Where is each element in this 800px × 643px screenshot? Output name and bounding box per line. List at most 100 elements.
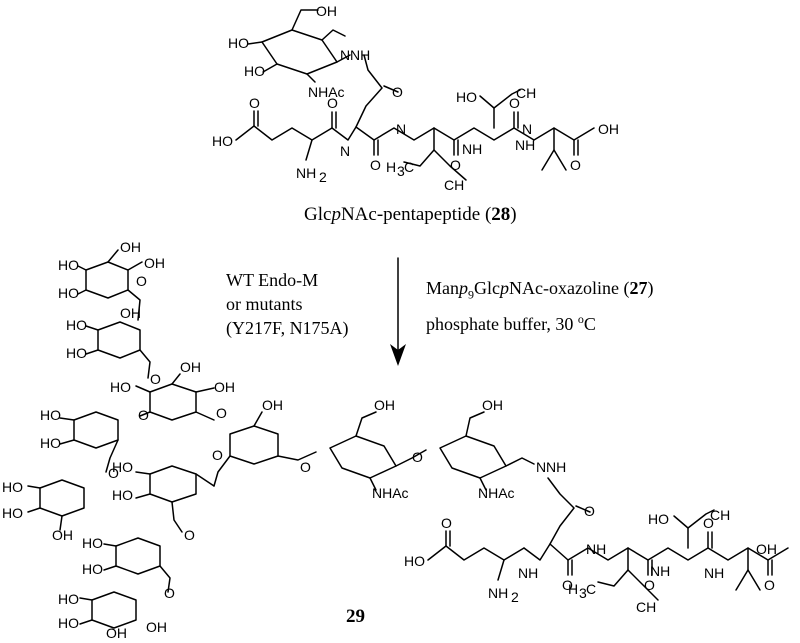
atom-label: HO: [40, 407, 61, 423]
degree-superscript: o: [577, 311, 584, 326]
atom-label: OH: [120, 239, 141, 255]
atom-label: O: [216, 405, 227, 421]
atom-label: HO: [456, 89, 477, 105]
atom-label: H: [568, 581, 578, 597]
atom-label: O: [138, 407, 149, 423]
atom-label: OH: [598, 121, 619, 137]
reaction-arrow: [390, 257, 406, 366]
atom-label: O: [212, 447, 223, 463]
reagent-text: NAc-oxazoline (: [509, 278, 630, 298]
caption-text: NAc-pentapeptide (: [340, 204, 492, 225]
atom-label: NH: [546, 459, 566, 475]
atom-label: NHAc: [372, 485, 409, 501]
atom-label: O: [300, 459, 311, 475]
caption-text: Glc: [304, 204, 332, 225]
reagent-subscript: 9: [468, 287, 474, 302]
atom-label: NH: [462, 141, 482, 157]
atom-label: O: [450, 157, 461, 173]
enzyme-line: WT Endo-M: [226, 270, 319, 290]
atom-label: CH: [710, 507, 730, 523]
atom-label: HO: [58, 615, 79, 631]
atom-label: O: [509, 95, 520, 111]
atom-label: 2: [511, 589, 519, 605]
atom-label: O: [164, 585, 175, 601]
atom-label: HO: [648, 511, 669, 527]
atom-label: HO: [58, 257, 79, 273]
atom-label: HO: [66, 345, 87, 361]
atom-label: NH: [350, 47, 370, 63]
atom-label: OH: [482, 397, 503, 413]
atom-label: 2: [319, 169, 327, 185]
atom-label: HO: [58, 285, 79, 301]
atom-label: HO: [66, 317, 87, 333]
atom-label: N: [536, 459, 546, 475]
atom-label: O: [644, 577, 655, 593]
atom-label: OH: [756, 541, 777, 557]
compound-28-caption: GlcpNAc-pentapeptide (28): [304, 204, 517, 226]
atom-label: O: [703, 515, 714, 531]
atom-label: OH: [146, 619, 167, 635]
atom-label: O: [136, 273, 147, 289]
atom-label: H: [386, 159, 396, 175]
atom-label: N: [396, 121, 406, 137]
atom-label: 3: [579, 585, 587, 601]
atom-label: N: [340, 143, 350, 159]
atom-label: OH: [214, 379, 235, 395]
temperature-unit: C: [583, 313, 596, 334]
atom-label: O: [249, 95, 260, 111]
atom-label: HO: [212, 133, 233, 149]
compound-number: 27: [629, 278, 648, 298]
atom-label: NH: [704, 565, 724, 581]
compound-29-structure: [27, 249, 789, 629]
atom-label: HO: [110, 379, 131, 395]
atom-label: OH: [106, 625, 127, 638]
compound-28-atom-labels: OH HO HO N NH NHAc O HO O O NH 2 N O N O…: [212, 3, 619, 193]
atom-label: HO: [58, 591, 79, 607]
atom-label: HO: [40, 435, 61, 451]
reagent-italic: p: [459, 278, 468, 298]
atom-label: HO: [244, 63, 265, 79]
reagent-conditions: Manp9GlcpNAc-oxazoline (27) phosphate bu…: [426, 276, 653, 336]
atom-label: CH: [444, 177, 464, 193]
compound-28-structure: [235, 9, 595, 181]
reagent-text: ): [647, 278, 654, 298]
atom-label: HO: [112, 487, 133, 503]
atom-label: CH: [516, 85, 536, 101]
atom-label: CH: [636, 599, 656, 615]
atom-label: NH: [488, 585, 508, 601]
atom-label: NH: [515, 137, 535, 153]
atom-label: OH: [316, 3, 337, 19]
atom-label: C: [586, 581, 596, 597]
atom-label: O: [764, 577, 775, 593]
atom-label: NH: [586, 541, 606, 557]
atom-label: HO: [404, 553, 425, 569]
enzyme-conditions: WT Endo-M or mutants (Y217F, N175A): [226, 268, 349, 340]
atom-label: C: [404, 159, 414, 175]
reagent-line: Manp9GlcpNAc-oxazoline (27): [426, 276, 653, 307]
atom-label: O: [562, 577, 573, 593]
atom-label: O: [184, 527, 195, 543]
atom-label: NHAc: [478, 485, 515, 501]
atom-label: HO: [82, 561, 103, 577]
atom-label: OH: [144, 255, 165, 271]
buffer-line: phosphate buffer, 30 oC: [426, 307, 653, 336]
buffer-text: phosphate buffer, 30: [426, 313, 578, 334]
atom-label: N: [522, 121, 532, 137]
atom-label: NH: [650, 563, 670, 579]
atom-label: OH: [374, 397, 395, 413]
reagent-italic: p: [500, 278, 509, 298]
atom-label: HO: [2, 505, 23, 521]
atom-label: NHAc: [308, 84, 345, 100]
caption-italic-p: p: [331, 204, 341, 225]
compound-29-atom-labels: OH HO HO O OH HO HO OH O OH HO OH HO HO …: [2, 239, 777, 641]
atom-label: N: [340, 47, 350, 63]
atom-label: HO: [82, 535, 103, 551]
atom-label: OH: [180, 359, 201, 375]
atom-label: O: [370, 157, 381, 173]
atom-label: O: [108, 465, 119, 481]
caption-text: ): [510, 204, 517, 225]
atom-label: HO: [112, 459, 133, 475]
atom-label: OH: [262, 397, 283, 413]
atom-label: HO: [228, 35, 249, 51]
